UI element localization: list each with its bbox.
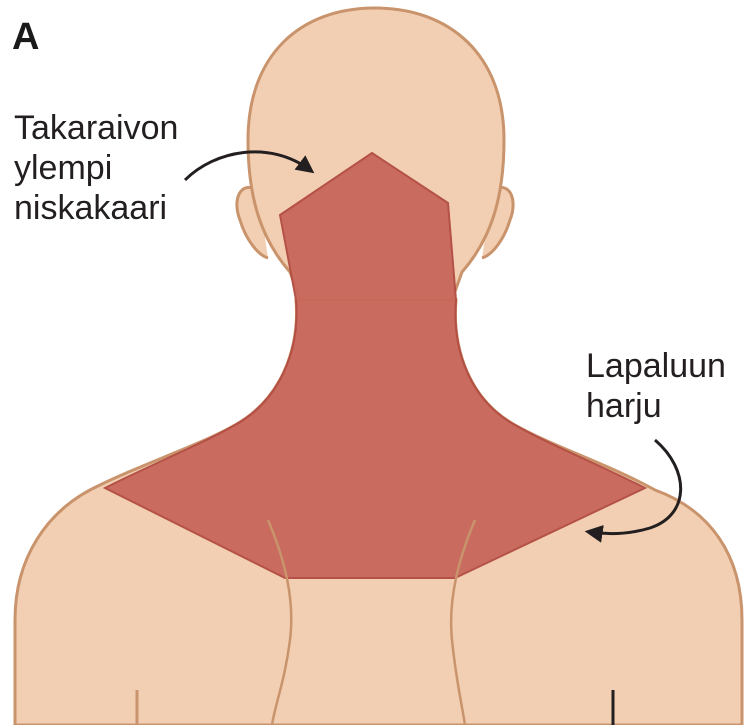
- panel-label: A: [12, 18, 39, 56]
- occipital-line-label: Takaraivon ylempi niskakaari: [14, 108, 178, 228]
- shaded-trapezius-region: [105, 153, 645, 578]
- scapular-spine-label: Lapaluun harju: [586, 346, 726, 426]
- occipital-line-label-line-3: niskakaari: [14, 188, 178, 228]
- scapular-spine-label-line-1: Lapaluun: [586, 346, 726, 386]
- occipital-line-label-line-1: Takaraivon: [14, 108, 178, 148]
- scapular-spine-label-line-2: harju: [586, 386, 726, 426]
- occipital-line-label-line-2: ylempi: [14, 148, 178, 188]
